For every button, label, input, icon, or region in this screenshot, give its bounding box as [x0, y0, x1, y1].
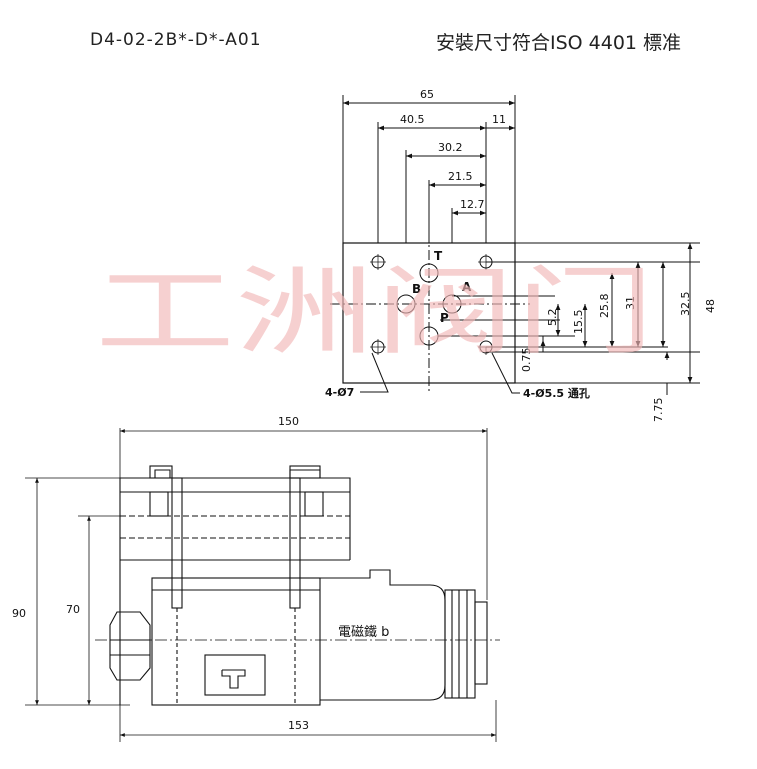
dim-5-2: 5.2: [546, 309, 559, 327]
dim-7-75: 7.75: [652, 398, 665, 423]
top-view: [330, 95, 700, 395]
standard-note: 安裝尺寸符合ISO 4401 標准: [436, 32, 682, 54]
dim-150: 150: [278, 415, 299, 428]
dim-11: 11: [492, 113, 506, 126]
dim-0-75: 0.75: [520, 348, 533, 373]
dim-30-2: 30.2: [438, 141, 463, 154]
side-view: [25, 428, 500, 742]
dim-21-5: 21.5: [448, 170, 473, 183]
port-t: [419, 263, 439, 283]
port-a-label: A: [462, 280, 472, 294]
callout-holes-5-5: 4-Ø5.5 通孔: [523, 387, 590, 400]
port-p-label: P: [440, 311, 449, 325]
port-t-label: T: [434, 249, 443, 263]
dim-48: 48: [704, 299, 717, 313]
watermark: 工洲阀门: [95, 256, 655, 368]
dim-90: 90: [12, 607, 26, 620]
dim-12-7: 12.7: [460, 198, 485, 211]
dim-70: 70: [66, 603, 80, 616]
port-b: [396, 294, 416, 314]
port-b-label: B: [412, 282, 421, 296]
dim-32-5: 32.5: [679, 292, 692, 317]
port-a: [442, 294, 462, 314]
callout-holes-7: 4-Ø7: [325, 386, 354, 399]
model-code: D4-02-2B*-D*-A01: [90, 30, 262, 50]
dim-25-8: 25.8: [598, 294, 611, 319]
dim-40-5: 40.5: [400, 113, 425, 126]
dim-15-5: 15.5: [572, 310, 585, 335]
dim-31: 31: [624, 296, 637, 310]
dim-153: 153: [288, 719, 309, 732]
dim-65: 65: [420, 88, 434, 101]
coil-label: 電磁鐵 b: [338, 624, 389, 640]
